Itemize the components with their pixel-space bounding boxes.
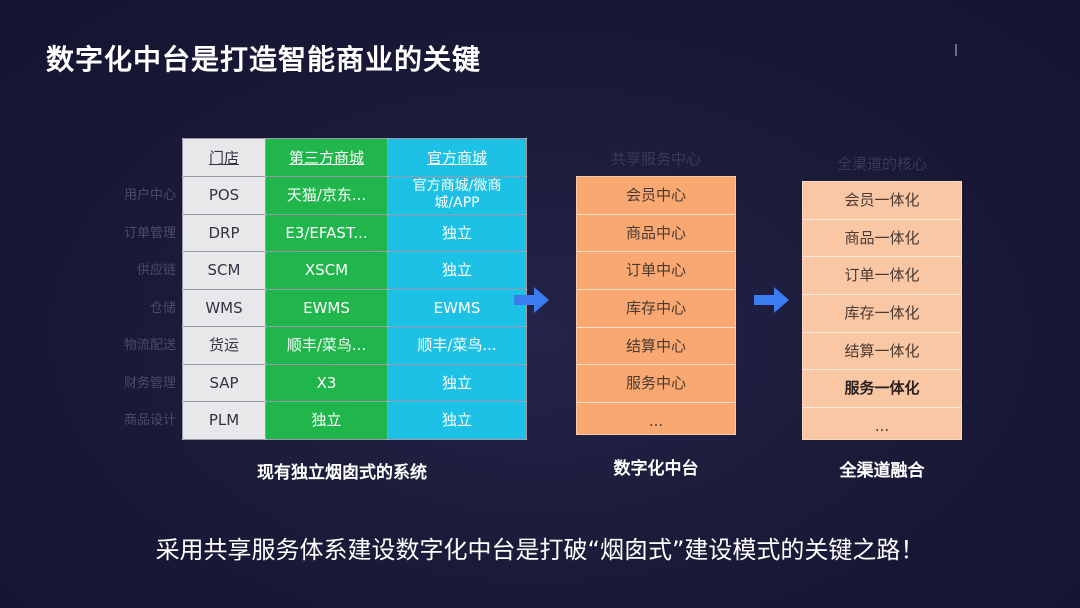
list-item: 会员中心 (577, 177, 735, 215)
systems-caption: 现有独立烟囱式的系统 (257, 463, 427, 483)
slide-footer: 采用共享服务体系建设数字化中台是打破“烟囱式”建设模式的关键之路！ (155, 536, 925, 564)
list-item: 结算一体化 (803, 333, 961, 371)
header-store: 门店 (182, 138, 266, 177)
list-item: 订单一体化 (803, 257, 961, 296)
omnichannel-caption: 全渠道融合 (839, 461, 925, 481)
table-header-row: 门店 第三方商城 官方商城 (182, 138, 527, 177)
table-cell: 独立 (265, 401, 388, 440)
table-cell: DRP (182, 213, 266, 252)
table-cell: EWMS (387, 288, 527, 327)
table-cell: WMS (182, 288, 266, 327)
list-item: 订单中心 (577, 252, 735, 291)
corner-mark (955, 44, 957, 56)
middle-platform-header: 共享服务中心 (610, 150, 701, 168)
table-cell: PLM (182, 401, 266, 440)
list-item-highlighted: 服务一体化 (803, 370, 961, 409)
list-item: 会员一体化 (803, 182, 961, 220)
list-item: 库存一体化 (803, 295, 961, 333)
table-cell: 货运 (182, 326, 266, 365)
table-cell: E3/EFAST... (265, 213, 388, 252)
list-item: ... (874, 417, 890, 436)
middle-platform-stack: 会员中心 商品中心 订单中心 库存中心 结算中心 服务中心 ... (576, 176, 736, 435)
table-cell: 独立 (387, 251, 527, 290)
table-row: SAP X3 独立 (182, 363, 527, 402)
systems-table: 门店 第三方商城 官方商城 POS 天猫/京东... 官方商城/微商城/APP … (182, 138, 527, 440)
row-label: 物流配送 (123, 338, 176, 353)
table-row: SCM XSCM 独立 (182, 251, 527, 290)
row-label: 供应链 (136, 263, 176, 278)
table-cell: EWMS (265, 288, 388, 327)
table-cell: 天猫/京东... (265, 176, 388, 215)
row-label: 仓储 (149, 300, 176, 316)
arrow-right-icon (514, 287, 549, 313)
row-labels: 用户中心 订单管理 供应链 仓储 物流配送 财务管理 商品设计 (100, 177, 176, 440)
table-row: POS 天猫/京东... 官方商城/微商城/APP (182, 176, 527, 215)
table-cell: X3 (265, 363, 388, 402)
omnichannel-header: 全渠道的核心 (836, 155, 927, 173)
arrow-right-icon (754, 287, 789, 313)
list-item: 商品中心 (577, 215, 735, 253)
omnichannel-stack: 会员一体化 商品一体化 订单一体化 库存一体化 结算一体化 服务一体化 ... (802, 181, 962, 440)
table-cell: 独立 (387, 213, 527, 252)
table-row: 货运 顺丰/菜鸟... 顺丰/菜鸟... (182, 326, 527, 365)
list-item: 服务中心 (577, 365, 735, 404)
row-label: 订单管理 (123, 225, 176, 241)
row-label: 财务管理 (123, 375, 176, 391)
list-item: ... (648, 412, 664, 431)
list-item: 库存中心 (577, 290, 735, 328)
table-cell: SCM (182, 251, 266, 290)
slide-title: 数字化中台是打造智能商业的关键 (46, 43, 482, 76)
row-label: 用户中心 (123, 188, 176, 203)
header-third-party-mall: 第三方商城 (265, 138, 388, 177)
list-item: 商品一体化 (803, 220, 961, 258)
table-row: DRP E3/EFAST... 独立 (182, 213, 527, 252)
row-label: 商品设计 (123, 413, 176, 428)
table-cell: 顺丰/菜鸟... (387, 326, 527, 365)
table-cell: 独立 (387, 401, 527, 440)
list-item: 结算中心 (577, 328, 735, 366)
table-row: WMS EWMS EWMS (182, 288, 527, 327)
table-cell: 顺丰/菜鸟... (265, 326, 388, 365)
header-official-mall: 官方商城 (387, 138, 527, 177)
table-cell: POS (182, 176, 266, 215)
table-cell: 官方商城/微商城/APP (387, 176, 527, 215)
table-cell: SAP (182, 363, 266, 402)
table-cell: 独立 (387, 363, 527, 402)
middle-platform-caption: 数字化中台 (613, 459, 699, 479)
table-cell: XSCM (265, 251, 388, 290)
table-row: PLM 独立 独立 (182, 401, 527, 440)
